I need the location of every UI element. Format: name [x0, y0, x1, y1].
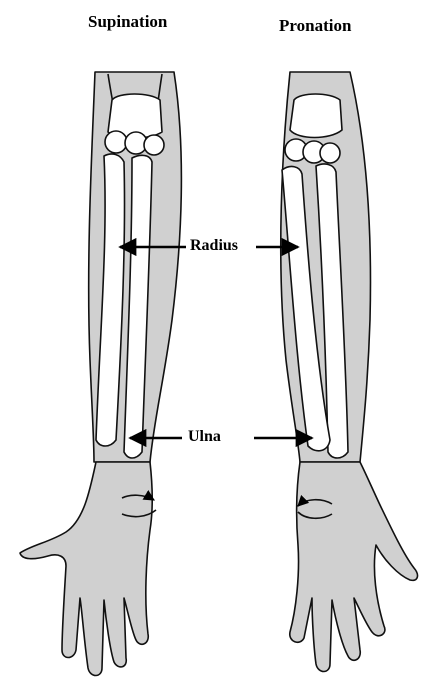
pronation-title: Pronation — [279, 16, 351, 36]
pronation-forearm — [281, 72, 418, 672]
pronation-hand — [290, 462, 418, 672]
ulna-label: Ulna — [186, 428, 223, 446]
supination-forearm — [20, 72, 181, 676]
supination-hand — [20, 462, 152, 676]
radius-label: Radius — [188, 237, 240, 255]
supination-title: Supination — [88, 12, 167, 32]
pronation-humerus — [290, 94, 342, 138]
